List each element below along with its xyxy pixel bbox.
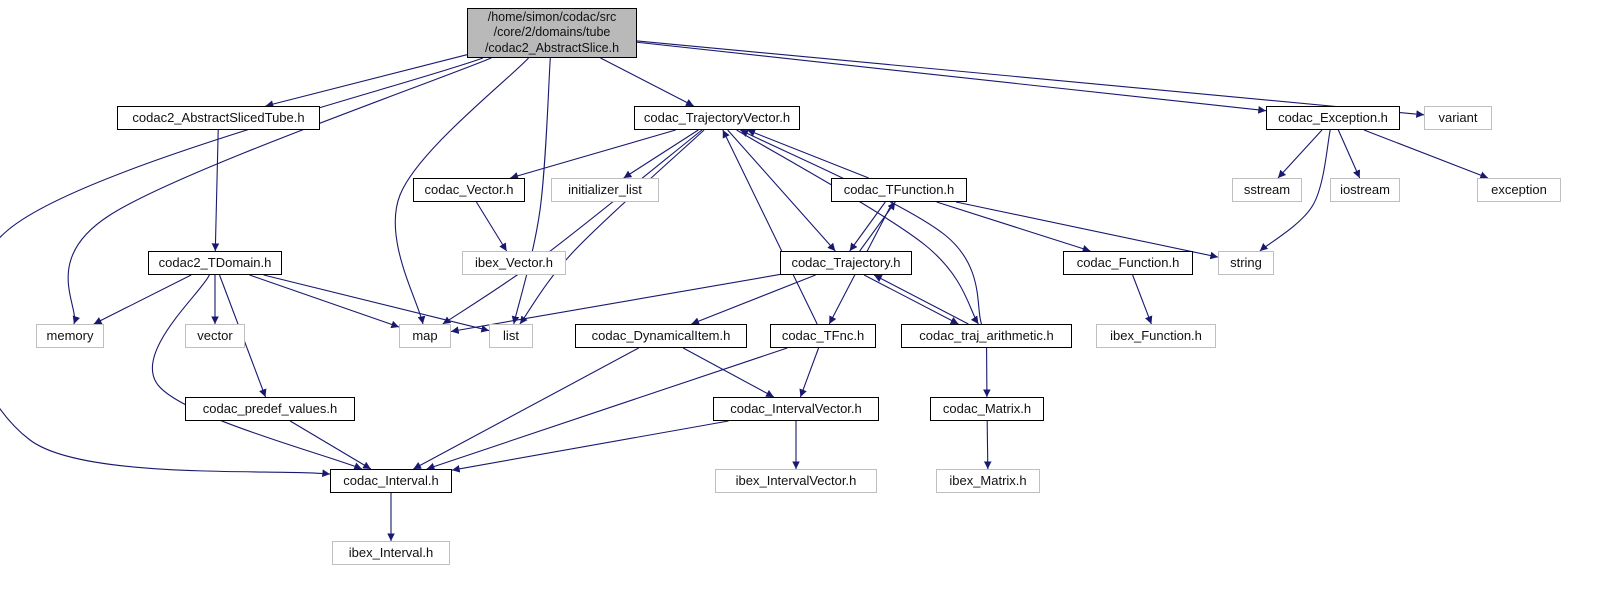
edge-trajectory_vector-to-vector_codac <box>510 129 676 180</box>
edge-interval_vector-to-interval_codac <box>451 420 729 473</box>
edge-dynamical_item-to-interval_codac <box>413 347 639 470</box>
graph-node-trajectory_vector[interactable]: codac_TrajectoryVector.h <box>634 106 800 130</box>
edge-trajectory_vector-to-traj_arithmetic <box>736 129 979 325</box>
graph-node-traj_arithmetic[interactable]: codac_traj_arithmetic.h <box>901 324 1072 348</box>
edge-vector_codac-to-ibex_vector <box>475 201 508 252</box>
graph-node-tfunction[interactable]: codac_TFunction.h <box>831 178 967 202</box>
edge-trajectory-to-tfunction <box>859 201 896 252</box>
edge-tfnc-to-interval_codac <box>426 347 788 471</box>
graph-node-ibex_function: ibex_Function.h <box>1096 324 1216 348</box>
edge-trajectory_vector-to-trajectory <box>727 129 836 252</box>
graph-node-ibex_matrix: ibex_Matrix.h <box>936 469 1040 493</box>
edge-tdomain-to-list <box>263 274 490 333</box>
edge-exception_codac-to-sstream <box>1277 129 1323 179</box>
edge-matrix_codac-to-ibex_matrix <box>983 420 992 470</box>
edge-root-to-list <box>511 57 551 325</box>
graph-node-function_codac[interactable]: codac_Function.h <box>1063 251 1193 275</box>
edge-trajectory_vector-to-list <box>519 129 705 325</box>
edge-trajectory-to-map <box>450 273 781 334</box>
edge-tdomain-to-memory <box>93 274 192 325</box>
graph-node-iostream: iostream <box>1330 178 1400 202</box>
edge-tfunction-to-string <box>955 201 1219 260</box>
edge-root-to-variant <box>636 40 1425 118</box>
graph-node-exception_codac[interactable]: codac_Exception.h <box>1266 106 1400 130</box>
graph-node-initializer_list: initializer_list <box>551 178 659 202</box>
graph-node-sstream: sstream <box>1232 178 1302 202</box>
graph-node-abstract_sliced_tube[interactable]: codac2_AbstractSlicedTube.h <box>117 106 320 130</box>
edge-tdomain-to-interval_codac <box>151 274 363 470</box>
graph-node-ibex_vector: ibex_Vector.h <box>462 251 566 275</box>
graph-node-map: map <box>399 324 451 348</box>
edge-dynamical_item-to-interval_vector <box>682 347 775 398</box>
graph-node-tfnc[interactable]: codac_TFnc.h <box>770 324 876 348</box>
edge-root-to-trajectory_vector <box>600 57 694 107</box>
edge-exception_codac-to-iostream <box>1337 129 1361 179</box>
edge-traj_arithmetic-to-trajectory <box>873 274 969 325</box>
graph-node-ibex_interval: ibex_Interval.h <box>332 541 450 565</box>
edge-trajectory_vector-to-initializer_list <box>623 129 699 179</box>
graph-node-exception_std: exception <box>1477 178 1561 202</box>
graph-node-tdomain[interactable]: codac2_TDomain.h <box>148 251 282 275</box>
edge-tfunction-to-function_codac <box>936 201 1091 253</box>
edge-tfnc-to-trajectory_vector <box>722 129 818 325</box>
edge-root-to-map <box>394 57 529 325</box>
edge-predef_values-to-interval_codac <box>289 420 372 470</box>
edge-root-to-abstract_sliced_tube <box>265 54 468 108</box>
graph-node-vector_codac[interactable]: codac_Vector.h <box>413 178 525 202</box>
graph-node-predef_values[interactable]: codac_predef_values.h <box>185 397 355 421</box>
graph-node-trajectory[interactable]: codac_Trajectory.h <box>780 251 912 275</box>
graph-node-memory: memory <box>36 324 104 348</box>
edge-tfnc-to-interval_vector <box>799 347 820 398</box>
graph-node-dynamical_item[interactable]: codac_DynamicalItem.h <box>575 324 747 348</box>
graph-node-interval_vector[interactable]: codac_IntervalVector.h <box>713 397 879 421</box>
graph-node-string: string <box>1218 251 1274 275</box>
edge-exception_codac-to-string <box>1259 129 1331 252</box>
edge-trajectory-to-dynamical_item <box>691 274 816 325</box>
edge-trajectory-to-traj_arithmetic <box>863 274 959 325</box>
graph-node-ibex_interval_vector: ibex_IntervalVector.h <box>715 469 877 493</box>
edge-tdomain-to-map <box>249 274 400 329</box>
edge-root-to-memory <box>67 57 492 325</box>
graph-node-vector_std: vector <box>185 324 245 348</box>
edge-traj_arithmetic-to-trajectory_vector <box>740 129 983 325</box>
graph-node-variant: variant <box>1424 106 1492 130</box>
graph-node-list: list <box>489 324 533 348</box>
graph-node-matrix_codac[interactable]: codac_Matrix.h <box>930 397 1044 421</box>
edge-tfunction-to-trajectory <box>849 201 886 252</box>
edge-tfunction-to-trajectory_vector <box>747 129 869 179</box>
graph-node-root: /home/simon/codac/src /core/2/domains/tu… <box>467 8 637 58</box>
graph-node-interval_codac[interactable]: codac_Interval.h <box>330 469 452 493</box>
edge-abstract_sliced_tube-to-tdomain <box>211 129 220 252</box>
edge-function_codac-to-ibex_function <box>1132 274 1153 325</box>
edge-root-to-exception_codac <box>636 41 1267 114</box>
edge-exception_codac-to-exception_std <box>1363 129 1489 179</box>
